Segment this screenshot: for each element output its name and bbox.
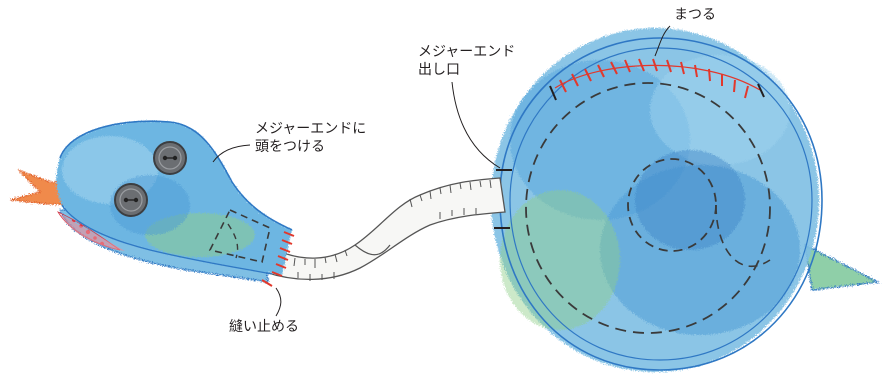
label-matsuru: まつる <box>674 6 716 24</box>
label-line: 出し口 <box>418 61 515 79</box>
tail-fin <box>805 245 878 290</box>
label-line: メジャーエンド <box>418 43 515 61</box>
snake-head <box>10 121 294 286</box>
button-eye-icon <box>154 142 186 174</box>
label-line: メジャーエンドに <box>255 120 366 138</box>
tape-body-case <box>491 28 878 372</box>
button-eye-icon <box>115 184 147 216</box>
leader-outlet <box>452 82 500 168</box>
label-head-attach: メジャーエンドに 頭をつける <box>255 120 366 156</box>
leader-sew <box>276 288 281 316</box>
label-sew-stop: 縫い止める <box>229 318 299 336</box>
label-line: 頭をつける <box>255 138 366 156</box>
measuring-tape <box>265 178 505 281</box>
label-measure-end-outlet: メジャーエンド 出し口 <box>418 43 515 79</box>
